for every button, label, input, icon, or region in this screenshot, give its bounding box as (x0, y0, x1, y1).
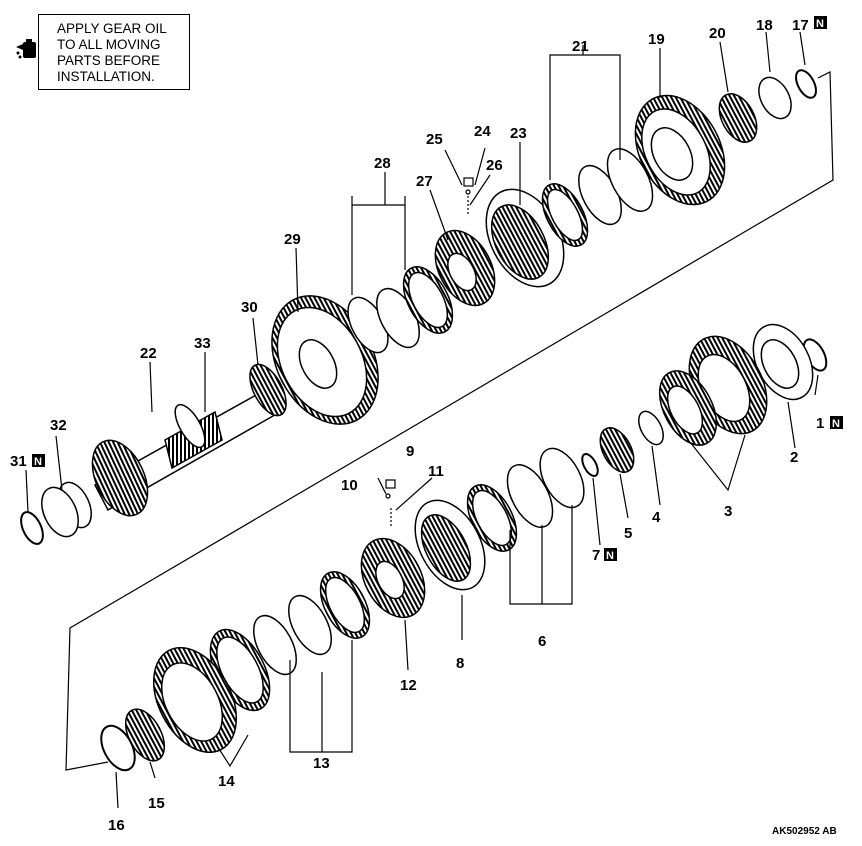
new-part-box-17 (814, 16, 827, 29)
leader-lines (25, 31, 819, 809)
new-part-mark-31: N (34, 456, 42, 468)
snap-ring-31 (20, 511, 44, 545)
callout-20: 20 (709, 25, 726, 42)
callout-14: 14 (218, 773, 235, 790)
callout-28: 28 (374, 155, 391, 172)
detent-parts-9-11 (385, 479, 396, 526)
needle-bearing-30 (249, 363, 287, 417)
gear-14 (153, 628, 271, 754)
note-line-3: PARTS BEFORE (57, 53, 161, 68)
callout-18: 18 (756, 17, 773, 34)
callout-3: 3 (724, 503, 732, 520)
new-part-mark-1: N (832, 418, 840, 430)
callout-30: 30 (241, 299, 258, 316)
gear-19 (634, 94, 726, 206)
callout-10: 10 (341, 477, 358, 494)
collar-18 (758, 76, 792, 120)
callout-19: 19 (648, 31, 665, 48)
callout-1: 1 (816, 415, 824, 432)
callout-29: 29 (284, 231, 301, 248)
callout-25: 25 (426, 131, 443, 148)
callout-22: 22 (140, 345, 157, 362)
callout-13: 13 (313, 755, 330, 772)
needle-bearing-20 (718, 93, 758, 143)
synchro-rings-21 (541, 148, 654, 247)
callout-9: 9 (406, 443, 414, 460)
snap-ring-7 (581, 453, 599, 477)
note-line-4: INSTALLATION. (57, 69, 155, 84)
callout-2: 2 (790, 449, 798, 466)
synchro-hub-12 (360, 537, 426, 619)
callout-labels: 1 N 2 3 4 5 6 7 N 8 9 10 11 12 13 14 15 … (10, 16, 843, 837)
callout-12: 12 (400, 677, 417, 694)
new-part-box-1 (830, 416, 843, 429)
callout-24: 24 (474, 123, 491, 140)
callout-33: 33 (194, 335, 211, 352)
new-part-mark-17: N (816, 18, 824, 30)
callout-7: 7 (592, 547, 600, 564)
ball-bearing-2 (752, 323, 814, 401)
assembly-outline (65, 71, 834, 771)
synchro-rings-28 (347, 266, 454, 354)
callout-16: 16 (108, 817, 125, 834)
callout-15: 15 (148, 795, 165, 812)
callout-6: 6 (538, 633, 546, 650)
callout-31: 31 (10, 453, 27, 470)
detent-parts-24-26 (463, 177, 474, 214)
callout-23: 23 (510, 125, 527, 142)
gear-oil-note-box: APPLY GEAR OIL TO ALL MOVING PARTS BEFOR… (38, 14, 190, 90)
new-part-box-31 (32, 454, 45, 467)
callout-32: 32 (50, 417, 67, 434)
callout-5: 5 (624, 525, 632, 542)
callout-17: 17 (792, 17, 809, 34)
note-line-2: TO ALL MOVING (57, 37, 161, 52)
callout-8: 8 (456, 655, 464, 672)
callout-4: 4 (652, 509, 661, 526)
synchro-rings-13 (253, 571, 371, 676)
snap-ring-16 (100, 724, 136, 772)
callout-26: 26 (486, 157, 503, 174)
pinion-gear (41, 439, 149, 538)
snap-ring-17 (795, 69, 817, 99)
needle-bearing-5 (599, 427, 635, 473)
callout-21: 21 (572, 38, 589, 55)
synchro-hub-27 (434, 229, 496, 307)
reference-code: AK502952 AB (772, 826, 837, 837)
spacer-4 (638, 410, 664, 446)
note-line-1: APPLY GEAR OIL (57, 21, 167, 36)
new-part-box-7 (604, 548, 617, 561)
new-part-mark-7: N (606, 550, 614, 562)
oil-can-icon (16, 39, 36, 59)
synchro-sleeve-8 (414, 499, 486, 591)
callout-11: 11 (428, 463, 444, 480)
gear-3 (658, 335, 768, 446)
callout-27: 27 (416, 173, 433, 190)
